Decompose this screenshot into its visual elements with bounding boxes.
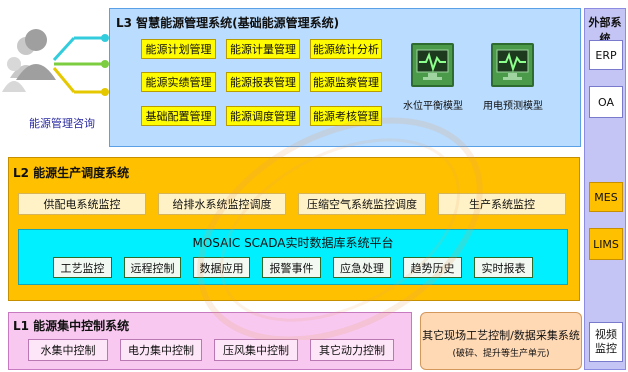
- subsystem-power-supply[interactable]: 供配电系统监控: [18, 193, 146, 215]
- external-erp[interactable]: ERP: [589, 40, 623, 70]
- module-energy-statistics[interactable]: 能源统计分析: [310, 39, 382, 59]
- users-icon: [2, 29, 109, 96]
- module-base-config[interactable]: 基础配置管理: [141, 106, 216, 126]
- control-compressed-air[interactable]: 压风集中控制: [214, 339, 298, 361]
- power-forecast-model-label: 用电预测模型: [483, 100, 543, 112]
- external-lims[interactable]: LIMS: [589, 228, 623, 260]
- module-energy-inspection[interactable]: 能源监察管理: [310, 72, 382, 92]
- module-energy-metering[interactable]: 能源计量管理: [226, 39, 300, 59]
- subsystem-production[interactable]: 生产系统监控: [438, 193, 566, 215]
- water-balance-model-label: 水位平衡模型: [403, 100, 463, 112]
- external-systems-title: 外部系统: [588, 16, 622, 45]
- external-mes[interactable]: MES: [589, 182, 623, 212]
- external-video-line-1: 视频: [595, 328, 617, 341]
- external-oa[interactable]: OA: [589, 86, 623, 118]
- external-video-line-2: 监控: [595, 342, 617, 355]
- l1-title: L1 能源集中控制系统: [13, 319, 130, 333]
- external-video-monitoring[interactable]: 视频 监控: [589, 322, 623, 362]
- user-label: 能源管理咨询: [29, 117, 95, 130]
- control-other-power[interactable]: 其它动力控制: [310, 339, 394, 361]
- other-field-systems-title: 其它现场工艺控制/数据采集系统: [422, 329, 580, 342]
- other-field-systems[interactable]: 其它现场工艺控制/数据采集系统 (破碎、提升等生产单元): [420, 312, 582, 370]
- other-field-systems-sub: (破碎、提升等生产单元): [452, 349, 550, 359]
- module-energy-actual[interactable]: 能源实绩管理: [141, 72, 216, 92]
- control-water[interactable]: 水集中控制: [28, 339, 108, 361]
- control-power[interactable]: 电力集中控制: [120, 339, 202, 361]
- monitor-pulse-icon: [416, 49, 449, 80]
- function-data-application[interactable]: 数据应用: [193, 257, 250, 278]
- water-balance-model-tile[interactable]: [411, 43, 454, 87]
- module-energy-plan[interactable]: 能源计划管理: [141, 39, 216, 59]
- monitor-pulse-icon: [496, 49, 529, 80]
- scada-title: MOSAIC SCADA实时数据库系统平台: [192, 236, 394, 250]
- module-energy-assessment[interactable]: 能源考核管理: [310, 106, 382, 126]
- l2-title: L2 能源生产调度系统: [13, 166, 130, 180]
- function-realtime-report[interactable]: 实时报表: [474, 257, 533, 278]
- function-emergency-handling[interactable]: 应急处理: [333, 257, 391, 278]
- module-energy-dispatch[interactable]: 能源调度管理: [226, 106, 300, 126]
- module-energy-report[interactable]: 能源报表管理: [226, 72, 300, 92]
- l3-title: L3 智慧能源管理系统(基础能源管理系统): [116, 16, 340, 30]
- subsystem-compressed-air[interactable]: 压缩空气系统监控调度: [298, 193, 426, 215]
- function-process-monitoring[interactable]: 工艺监控: [53, 257, 112, 278]
- function-alarm-events[interactable]: 报警事件: [262, 257, 321, 278]
- function-trend-history[interactable]: 趋势历史: [403, 257, 462, 278]
- function-remote-control[interactable]: 远程控制: [124, 257, 181, 278]
- power-forecast-model-tile[interactable]: [491, 43, 534, 87]
- subsystem-water-supply[interactable]: 给排水系统监控调度: [158, 193, 286, 215]
